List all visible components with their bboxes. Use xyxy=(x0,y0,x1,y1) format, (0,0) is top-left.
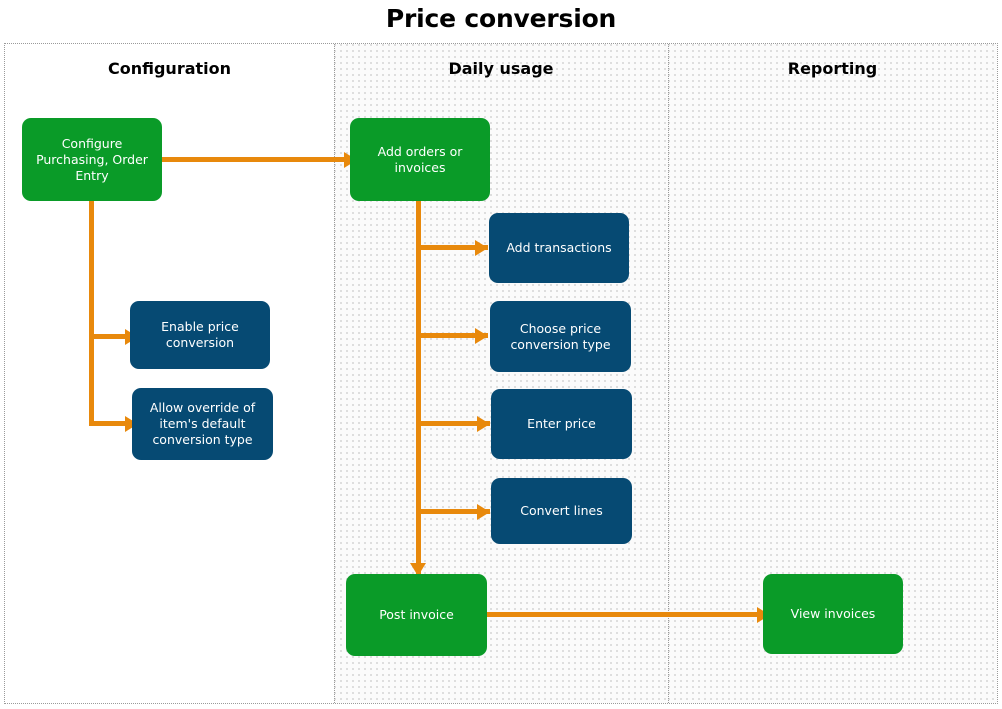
node-allow-override-conversion-type[interactable]: Allow override of item's default convers… xyxy=(132,388,273,460)
edge-add-orders-to-convert-lines-arrowhead xyxy=(477,504,490,520)
node-label: Add orders or invoices xyxy=(377,143,463,175)
lane-title-reporting: Reporting xyxy=(787,59,878,78)
node-post-invoice[interactable]: Post invoice xyxy=(346,574,487,656)
lane-title-configuration: Configuration xyxy=(107,59,232,78)
edge-configure-to-add-orders xyxy=(161,157,351,162)
edge-configure-to-allow-override xyxy=(89,421,141,426)
lane-divider-2 xyxy=(668,44,669,703)
node-label: Configure Purchasing, Order Entry xyxy=(36,135,148,183)
page-title: Price conversion xyxy=(385,4,617,33)
lane-divider-1 xyxy=(334,44,335,703)
node-enter-price[interactable]: Enter price xyxy=(491,389,632,459)
node-label: Allow override of item's default convers… xyxy=(149,400,256,447)
swimlane-container: Configuration Daily usage Reporting xyxy=(4,43,998,704)
edge-configure-to-enable-price xyxy=(89,334,141,339)
edge-add-orders-to-choose-price xyxy=(416,333,488,338)
node-label: Enter price xyxy=(527,416,596,431)
edge-add-orders-to-add-transactions xyxy=(416,245,488,250)
edge-add-orders-to-convert-lines xyxy=(416,509,490,514)
edge-configure-trunk xyxy=(89,199,94,426)
node-label: Convert lines xyxy=(520,503,603,518)
node-convert-lines[interactable]: Convert lines xyxy=(491,478,632,544)
edge-add-orders-trunk xyxy=(416,199,421,584)
node-label: Choose price conversion type xyxy=(510,320,611,352)
edge-add-orders-to-post-invoice-arrowhead xyxy=(410,563,426,576)
lane-title-daily-usage: Daily usage xyxy=(448,59,554,78)
node-add-transactions[interactable]: Add transactions xyxy=(489,213,629,283)
node-label: Post invoice xyxy=(379,607,454,622)
edge-post-invoice-to-view-invoices xyxy=(487,612,768,617)
node-view-invoices[interactable]: View invoices xyxy=(763,574,903,654)
node-label: Enable price conversion xyxy=(161,319,239,350)
edge-add-orders-to-choose-price-arrowhead xyxy=(475,328,488,344)
node-configure-purchasing-order-entry[interactable]: Configure Purchasing, Order Entry xyxy=(22,118,162,201)
node-choose-price-conversion-type[interactable]: Choose price conversion type xyxy=(490,301,631,372)
node-label: Add transactions xyxy=(506,240,612,255)
node-label: View invoices xyxy=(790,606,876,621)
edge-add-orders-to-enter-price xyxy=(416,421,490,426)
node-enable-price-conversion[interactable]: Enable price conversion xyxy=(130,301,270,369)
edge-add-orders-to-enter-price-arrowhead xyxy=(477,416,490,432)
node-add-orders-or-invoices[interactable]: Add orders or invoices xyxy=(350,118,490,201)
edge-add-orders-to-add-transactions-arrowhead xyxy=(475,240,488,256)
